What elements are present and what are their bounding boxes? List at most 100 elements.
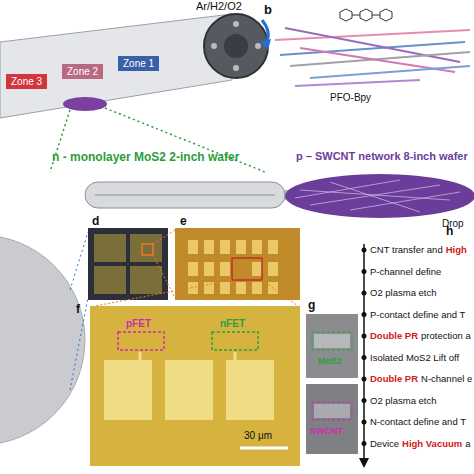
flange-hole — [224, 34, 248, 58]
step-text: N-contact define and T — [370, 416, 466, 427]
step-text: protection a — [421, 330, 471, 341]
scale-bar — [240, 447, 288, 450]
bolt — [233, 65, 239, 71]
step-dot — [362, 420, 367, 425]
step-dot — [362, 377, 367, 382]
device-box — [312, 332, 352, 350]
electrode — [226, 360, 274, 420]
leader-line — [70, 298, 88, 390]
channel — [314, 334, 350, 348]
highlight-text: Double PR — [370, 373, 418, 384]
wire — [234, 352, 237, 360]
step-text: O2 plasma etch — [370, 395, 437, 406]
highlight-text: High — [446, 244, 467, 255]
step-dot — [362, 312, 367, 317]
zone-band: Zone 2 — [62, 64, 103, 79]
gold-image — [175, 228, 300, 300]
wafer-caption: p – SWCNT network 8-inch wafer — [296, 150, 468, 162]
wafer — [0, 235, 85, 445]
panel-letter: h — [446, 224, 453, 238]
process-step: O2 plasma etch — [370, 395, 440, 406]
zoom-box — [232, 258, 262, 280]
arrow-head — [260, 39, 271, 50]
step-text: N-channel e — [421, 373, 472, 384]
channel — [314, 404, 350, 418]
zone-label: Zone 3 — [11, 76, 42, 87]
step-text: O2 plasma etch — [370, 287, 437, 298]
wafer-8inch — [285, 174, 474, 218]
step-dot — [362, 398, 367, 403]
device-label: nFET — [220, 318, 245, 329]
tube-sketch — [85, 182, 285, 208]
arrow-head — [359, 458, 369, 468]
molecule — [340, 9, 392, 21]
step-dot — [362, 248, 367, 253]
process-step: O2 plasma etch — [370, 287, 440, 298]
step-dot — [362, 355, 367, 360]
step-text: CNT transfer and — [370, 244, 443, 255]
material-label: SWCNT — [310, 426, 343, 436]
cnt-network — [295, 180, 460, 212]
wafer-disk — [63, 97, 107, 111]
electrode — [104, 360, 152, 420]
gas-label: Ar/H2/O2 — [196, 0, 242, 12]
process-step: N-contact define and T — [370, 416, 469, 427]
die — [94, 234, 126, 262]
step-dot — [362, 334, 367, 339]
panel-letter: f — [76, 302, 80, 316]
flange — [204, 14, 268, 78]
step-dot — [362, 291, 367, 296]
step-text: Isolated MoS2 Lift off — [370, 352, 459, 363]
device-box — [212, 332, 258, 350]
die — [130, 266, 162, 294]
zone-band: Zone 1 — [118, 56, 159, 71]
device-box — [118, 332, 164, 350]
process-step: DeviceHigh Vacuuma — [370, 438, 474, 449]
leader-line — [262, 280, 298, 306]
step-dot — [362, 441, 367, 446]
furnace-tube — [0, 14, 232, 118]
device-box — [312, 402, 352, 420]
zone-label: Zone 2 — [67, 66, 98, 77]
step-text: P-contact define and T — [370, 309, 465, 320]
bolt — [255, 43, 261, 49]
step-text: a — [465, 438, 470, 449]
sem-image — [306, 314, 358, 378]
process-step: CNT transfer andHigh — [370, 244, 470, 255]
panel-letter: d — [92, 214, 99, 228]
bolt — [233, 21, 239, 27]
leader-line — [70, 232, 88, 290]
die — [94, 266, 126, 294]
step-text: Device — [370, 438, 399, 449]
flow-line — [363, 244, 365, 460]
wire — [139, 352, 142, 360]
panel-letter: e — [180, 214, 187, 228]
process-step: Double PRN-channel e — [370, 373, 474, 384]
electrode — [165, 360, 213, 420]
panel-letter: g — [308, 298, 315, 312]
pads — [188, 240, 278, 294]
chip-image — [88, 228, 168, 300]
process-step: P-channel define — [370, 266, 444, 277]
sem-image — [306, 384, 358, 454]
material-label: MoS2 — [318, 356, 342, 366]
highlight-text: High Vacuum — [402, 438, 462, 449]
leader-line — [153, 230, 175, 244]
step-text: P-channel define — [370, 266, 441, 277]
step-dot — [362, 269, 367, 274]
process-step: Isolated MoS2 Lift off — [370, 352, 462, 363]
panel-letter: b — [264, 2, 272, 17]
molecule-name: PFO-Bpy — [330, 92, 371, 103]
process-step: Double PRprotection a — [370, 330, 474, 341]
zoom-box — [142, 244, 153, 255]
wafer-caption: n - monolayer MoS2 2-inch wafer — [52, 150, 239, 164]
cnt-strands — [275, 28, 470, 86]
bolt — [211, 43, 217, 49]
zone-label: Zone 1 — [123, 58, 154, 69]
die — [130, 234, 162, 262]
highlight-text: Double PR — [370, 330, 418, 341]
optical-image — [90, 306, 300, 466]
scale-label: 30 μm — [244, 430, 272, 441]
zone-band: Zone 3 — [6, 74, 47, 89]
device-label: pFET — [126, 318, 151, 329]
